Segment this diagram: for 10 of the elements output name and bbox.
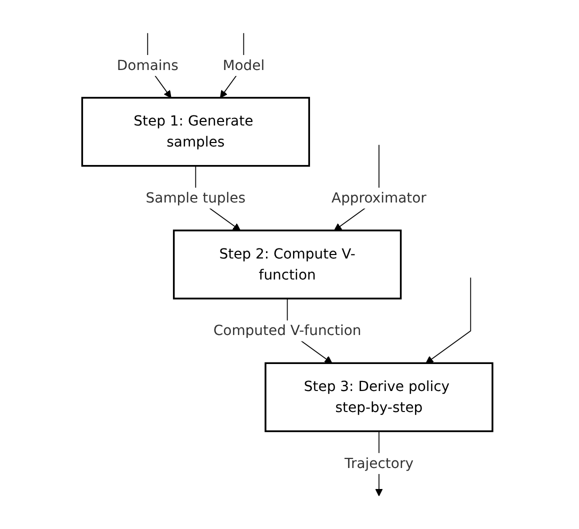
edge-label: Sample tuples [146, 189, 246, 206]
arrow [426, 277, 472, 364]
process-box: Step 2: Compute V-function [172, 230, 402, 300]
edge-label: Approximator [332, 189, 426, 206]
edge-label: Model [222, 56, 265, 74]
process-box: Step 1: Generate samples [81, 96, 310, 167]
edge-label: Computed V-function [213, 322, 362, 339]
process-box: Step 3: Derive policy step-by-step [264, 362, 494, 432]
edge-label: Trajectory [344, 454, 414, 472]
edge-label: Domains [116, 56, 178, 74]
